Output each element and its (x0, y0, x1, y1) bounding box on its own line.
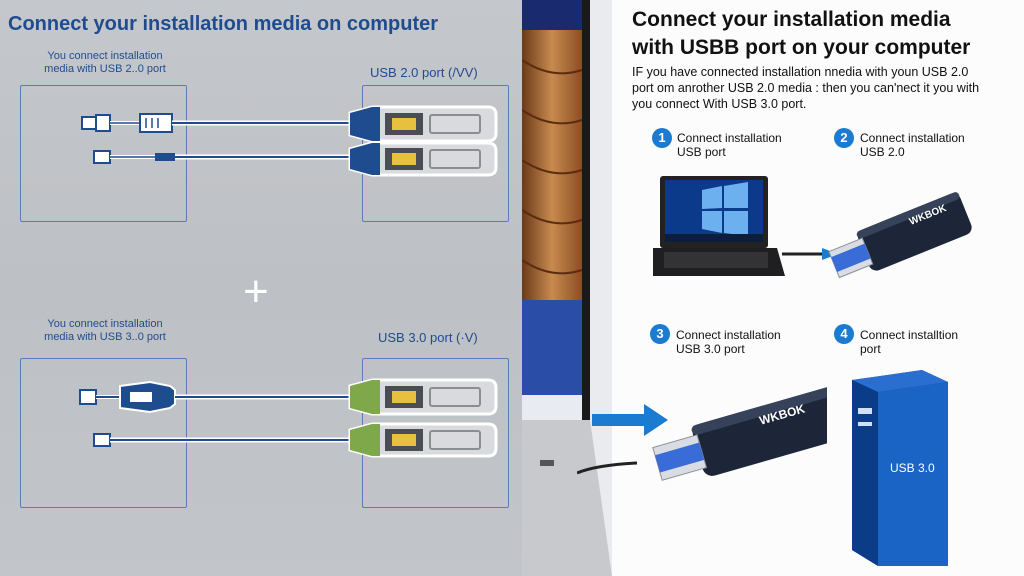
port-label-usb3: USB 3.0 port (·V) (378, 330, 478, 345)
usb2-cable-1 (81, 113, 350, 133)
right-body-line3: you connect With USB 3.0 port. (632, 97, 807, 111)
tower-label: USB 3.0 (890, 461, 935, 475)
right-arrow-icon (592, 404, 668, 436)
cable-box-top (20, 85, 187, 222)
usb2-port-2 (348, 141, 498, 177)
usb3-cable-2 (93, 433, 350, 447)
step-3-number: 3 (650, 324, 670, 344)
usb3-cable-1 (79, 380, 350, 414)
step-4-line2: port (860, 342, 881, 356)
caption-top: You connect installation media with USB … (30, 50, 180, 76)
step-2-line2: USB 2.0 (860, 145, 905, 159)
step-4-text: Connect installtion port (860, 328, 958, 356)
caption-bottom-line1: You connect installation (47, 318, 163, 330)
step-3-line1: Connect installation (676, 328, 781, 342)
usb-drive-bottom: WKBOK (577, 386, 827, 481)
laptop-edge-photo (522, 0, 612, 576)
usb3-port-2 (348, 422, 498, 458)
step-1-text: Connect installation USB port (677, 131, 782, 159)
right-panel: Connect your installation media with USB… (522, 0, 1024, 576)
laptop-illustration (653, 176, 785, 276)
usb2-cable-2 (93, 150, 350, 164)
caption-top-line1: You connect installation (47, 50, 163, 62)
step-3-text: Connect installation USB 3.0 port (676, 328, 781, 356)
step-1-line2: USB port (677, 145, 726, 159)
step-3-line2: USB 3.0 port (676, 342, 745, 356)
cable-box-bottom (20, 358, 187, 508)
usb2-cables-diagram (81, 105, 498, 177)
caption-top-line2: media with USB 2..0 port (44, 63, 166, 75)
step-4-number: 4 (834, 324, 854, 344)
usb3-cables-diagram (79, 378, 498, 458)
left-panel: Connect your installation media on compu… (0, 0, 522, 576)
step-1-line1: Connect installation (677, 131, 782, 145)
right-body-line1: IF you have connected installation nnedi… (632, 65, 969, 79)
step-2-line1: Connect installation (860, 131, 965, 145)
pc-tower-illustration: USB 3.0 (852, 370, 948, 566)
right-title-line1: Connect your installation media (632, 8, 951, 31)
step-1-number: 1 (652, 128, 672, 148)
step-4-line1: Connect installtion (860, 328, 959, 342)
step-2-number: 2 (834, 128, 854, 148)
right-body-line2: port om anrother USB 2.0 media : then yo… (632, 81, 980, 95)
port-label-usb2: USB 2.0 port (/VV) (370, 65, 478, 80)
right-title-line2: with USBB port on your computer (632, 36, 971, 59)
caption-bottom: You connect installation media with USB … (30, 318, 180, 344)
plus-symbol: + (243, 267, 269, 316)
usb3-port-1 (348, 378, 498, 416)
left-title: Connect your installation media on compu… (8, 13, 439, 35)
caption-bottom-line2: media with USB 3..0 port (44, 331, 166, 343)
right-title: Connect your installation media with USB… (632, 6, 970, 62)
usb-drive-top: WKBOK (828, 192, 972, 279)
usb2-port-1 (348, 105, 498, 143)
step-2-text: Connect installation USB 2.0 (860, 131, 965, 159)
right-body: IF you have connected installation nnedi… (632, 64, 1012, 112)
